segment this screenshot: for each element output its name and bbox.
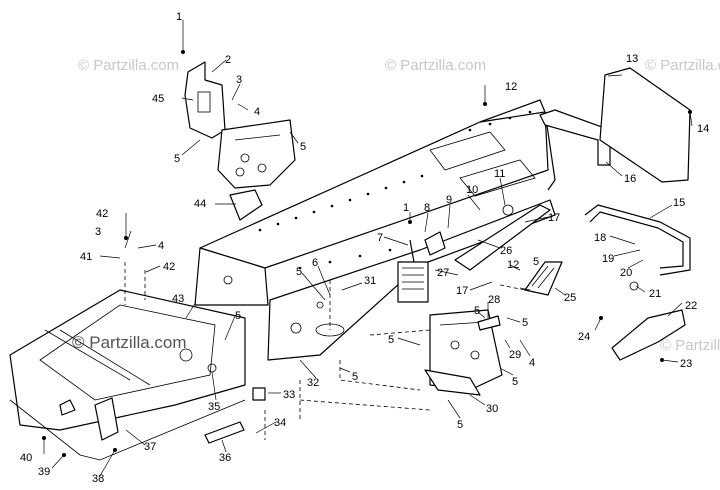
rear-bumper bbox=[584, 204, 691, 276]
callout-36: 36 bbox=[219, 452, 231, 464]
callout-5: 5 bbox=[533, 256, 539, 268]
foot-rest bbox=[524, 261, 563, 296]
callout-16: 16 bbox=[624, 173, 636, 185]
steering-post bbox=[397, 239, 429, 303]
callout-18: 18 bbox=[594, 232, 606, 244]
callout-5: 5 bbox=[388, 334, 394, 346]
watermark-top-right: © Partzilla.com bbox=[645, 57, 720, 74]
callout-5: 5 bbox=[352, 371, 358, 383]
main-tunnel bbox=[194, 99, 556, 306]
callout-10: 10 bbox=[466, 184, 478, 196]
callout-34: 34 bbox=[274, 417, 286, 429]
tunnel-rivets bbox=[258, 110, 532, 270]
callout-5: 5 bbox=[235, 310, 241, 322]
watermark-top-center: © Partzilla.com bbox=[385, 57, 486, 74]
callout-5: 5 bbox=[174, 153, 180, 165]
callout-31: 31 bbox=[364, 275, 376, 287]
callout-4: 4 bbox=[529, 357, 535, 369]
callout-32: 32 bbox=[307, 377, 319, 389]
callout-27: 27 bbox=[437, 267, 449, 279]
callout-37: 37 bbox=[144, 441, 156, 453]
callout-5: 5 bbox=[522, 317, 528, 329]
lower-bracket bbox=[424, 309, 503, 396]
belly-pan bbox=[9, 289, 246, 461]
callout-39: 39 bbox=[38, 466, 50, 478]
callout-30: 30 bbox=[486, 403, 498, 415]
callout-43: 43 bbox=[172, 293, 184, 305]
callout-5: 5 bbox=[512, 376, 518, 388]
front-bracket bbox=[184, 61, 296, 221]
callout-13: 13 bbox=[626, 53, 638, 65]
callout-6: 6 bbox=[312, 257, 318, 269]
callout-5: 5 bbox=[300, 141, 306, 153]
callout-40: 40 bbox=[20, 452, 32, 464]
callout-45: 45 bbox=[152, 93, 164, 105]
callout-1: 1 bbox=[403, 202, 409, 214]
watermark-bottom-right: © Partzilla.com bbox=[660, 337, 720, 354]
callout-3: 3 bbox=[236, 74, 242, 86]
callout-2: 2 bbox=[225, 54, 231, 66]
hitch bbox=[611, 309, 686, 361]
callout-15: 15 bbox=[673, 197, 685, 209]
callout-38: 38 bbox=[92, 473, 104, 485]
callout-4: 4 bbox=[158, 240, 164, 252]
callout-5: 5 bbox=[296, 266, 302, 278]
callout-17: 17 bbox=[456, 285, 468, 297]
callout-7: 7 bbox=[377, 232, 383, 244]
callout-41: 41 bbox=[80, 251, 92, 263]
callout-8: 8 bbox=[424, 202, 430, 214]
rear-arm bbox=[454, 204, 551, 271]
leader-lines bbox=[42, 20, 693, 477]
callout-42: 42 bbox=[96, 208, 108, 220]
callout-11: 11 bbox=[494, 168, 505, 180]
callout-24: 24 bbox=[578, 331, 590, 343]
callout-42: 42 bbox=[163, 261, 175, 273]
callout-3: 3 bbox=[95, 226, 101, 238]
watermark-main: © Partzilla.com bbox=[72, 333, 187, 352]
callout-26: 26 bbox=[500, 245, 512, 257]
callout-33: 33 bbox=[283, 389, 295, 401]
callout-35: 35 bbox=[208, 401, 220, 413]
callout-9: 9 bbox=[446, 194, 452, 206]
callout-14: 14 bbox=[697, 123, 709, 135]
callout-21: 21 bbox=[649, 288, 661, 300]
callout-28: 28 bbox=[488, 294, 500, 306]
callout-labels: 1 2 3 4 45 5 5 44 12 13 14 16 15 11 10 9… bbox=[20, 11, 709, 485]
callout-44: 44 bbox=[194, 198, 206, 210]
callout-22: 22 bbox=[685, 300, 697, 312]
snowflap-mount bbox=[539, 67, 691, 183]
callout-23: 23 bbox=[680, 358, 692, 370]
small-parts bbox=[179, 204, 639, 444]
callout-5: 5 bbox=[457, 419, 463, 431]
watermark-top-left: © Partzilla.com bbox=[78, 57, 179, 74]
callout-17: 17 bbox=[548, 212, 560, 224]
callout-29: 29 bbox=[509, 349, 521, 361]
callout-25: 25 bbox=[564, 292, 576, 304]
callout-1: 1 bbox=[176, 11, 182, 23]
callout-20: 20 bbox=[620, 267, 632, 279]
callout-5: 5 bbox=[474, 305, 480, 317]
callout-12: 12 bbox=[507, 259, 519, 271]
callout-19: 19 bbox=[602, 253, 614, 265]
callout-12: 12 bbox=[505, 81, 517, 93]
callout-4: 4 bbox=[254, 106, 260, 118]
assembly-lines bbox=[124, 262, 526, 440]
